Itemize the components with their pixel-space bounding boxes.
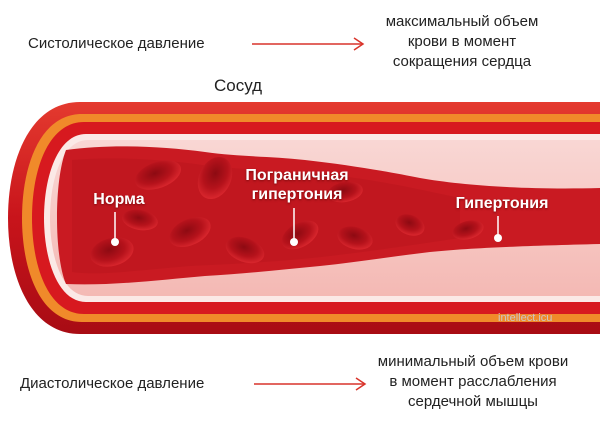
systolic-description: максимальный объем крови в момент сокращ…: [362, 12, 562, 72]
blood-column: [57, 146, 600, 285]
zone-label-line: Пограничная: [245, 167, 349, 184]
zone-label-hypertension: Гипертония: [440, 194, 564, 213]
red-blood-cell: [327, 181, 363, 203]
systolic-description-line: крови в момент: [407, 33, 517, 50]
systolic-arrow: [252, 37, 365, 51]
zone-label-normal: Норма: [88, 190, 150, 209]
diastolic-pressure-label: Диастолическое давление: [20, 375, 205, 392]
diastolic-arrow: [254, 377, 367, 391]
zone-label-line: гипертония: [251, 186, 343, 203]
zone-pointer-dot: [111, 238, 119, 246]
red-blood-cell: [169, 216, 211, 248]
diastolic-description-line: минимальный объем крови: [377, 353, 569, 370]
red-blood-cell: [122, 209, 158, 231]
diastolic-description: минимальный объем крови в момент расслаб…: [368, 352, 578, 412]
diastolic-description-line: в момент расслабления: [389, 373, 557, 390]
red-blood-cell: [395, 214, 425, 236]
red-blood-cell: [225, 236, 265, 264]
systolic-pressure-label: Систолическое давление: [28, 35, 205, 52]
systolic-description-line: максимальный объем: [385, 13, 539, 30]
zone-label-borderline: Пограничная гипертония: [228, 166, 366, 204]
systolic-description-line: сокращения сердца: [392, 53, 532, 70]
zone-label-line: Гипертония: [455, 195, 549, 212]
diastolic-description-line: сердечной мышцы: [408, 393, 538, 410]
red-blood-cell: [135, 160, 181, 190]
zone-pointer-dot: [494, 234, 502, 242]
red-blood-cell: [90, 237, 134, 267]
vessel-title: Сосуд: [214, 76, 263, 95]
red-blood-cell: [452, 220, 484, 240]
red-blood-cell: [337, 226, 373, 250]
watermark: intellect.icu: [498, 312, 553, 324]
zone-label-line: Норма: [93, 191, 145, 208]
red-blood-cell: [197, 156, 233, 200]
zone-pointer-dot: [290, 238, 298, 246]
